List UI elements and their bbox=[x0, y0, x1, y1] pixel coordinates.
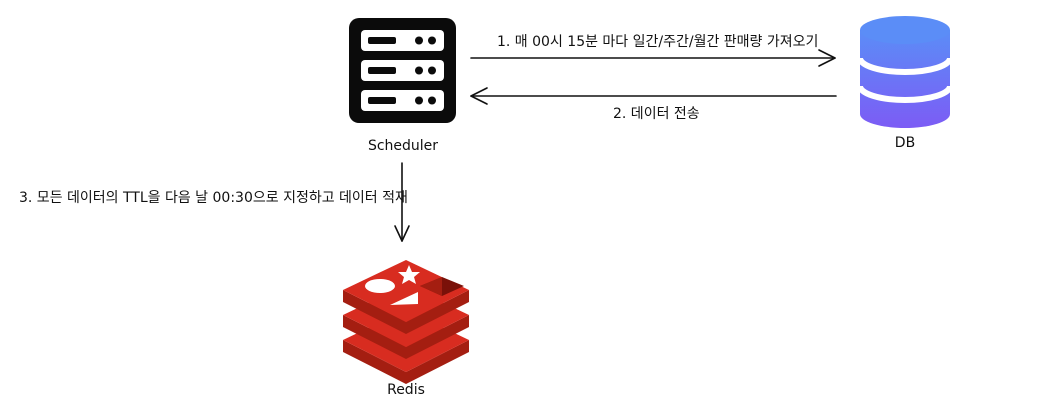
scheduler-label: Scheduler bbox=[367, 138, 439, 154]
edge-label-fetch-sales: 1. 매 00시 15분 마다 일간/주간/월간 판매량 가져오기 bbox=[497, 34, 819, 50]
arrow-send-data bbox=[470, 87, 837, 105]
arrow-fetch-sales bbox=[470, 49, 836, 67]
redis-logo-icon bbox=[343, 260, 469, 384]
redis-label: Redis bbox=[387, 382, 425, 398]
edge-label-send-data: 2. 데이터 전송 bbox=[613, 106, 700, 122]
db-label: DB bbox=[894, 135, 916, 151]
server-rack-icon bbox=[349, 18, 456, 123]
arrow-load-redis bbox=[394, 162, 410, 242]
edge-label-load-redis: 3. 모든 데이터의 TTL을 다음 날 00:30으로 지정하고 데이터 적재 bbox=[19, 190, 408, 206]
database-icon bbox=[857, 16, 953, 128]
